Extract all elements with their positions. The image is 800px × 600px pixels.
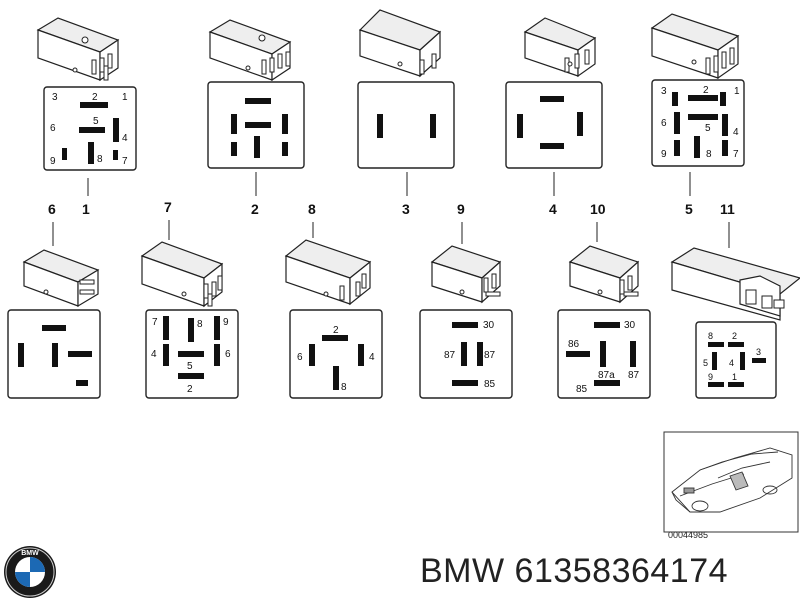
pin-label: 2: [703, 85, 709, 96]
pin-label: 4: [151, 349, 157, 360]
pin-label: 87: [628, 370, 640, 381]
relay-11-body: [670, 247, 800, 321]
car-location-inset: 00044985: [663, 431, 799, 540]
relay-3-face: [357, 81, 455, 169]
relay-6-face: [7, 309, 101, 399]
pin-label: 7: [733, 149, 739, 160]
pin-label: 8: [706, 149, 712, 160]
relay-5-body: [650, 13, 740, 80]
relay-1-face: 3 2 1 6 5 4 9 8 7: [43, 86, 137, 171]
pin-label: 5: [93, 116, 99, 127]
relay-2-face: [207, 81, 305, 169]
pin-label: 30: [483, 320, 495, 331]
pin-label: 1: [732, 372, 737, 382]
pin-label: 9: [223, 317, 229, 328]
pin-label: 9: [661, 149, 667, 160]
pin-label: 3: [52, 92, 58, 103]
relay-6-body: [22, 249, 100, 308]
car-silhouette-icon: [671, 447, 793, 513]
pin-label: 4: [122, 133, 128, 144]
callout-5: 5: [685, 201, 693, 217]
pin-label: 2: [92, 92, 98, 103]
callout-1: 1: [82, 201, 90, 217]
relay-1-body: [36, 17, 120, 82]
relay-7-body: [140, 241, 224, 308]
relay-5-face: 3 2 1 6 5 4 9 8 7: [651, 79, 745, 167]
pin-label: 7: [122, 156, 128, 167]
pin-label: 4: [733, 127, 739, 138]
pin-label: 4: [729, 358, 734, 368]
part-number-title: BMW 61358364174: [420, 552, 729, 590]
relay-4-body: [523, 17, 597, 78]
callout-6: 6: [48, 201, 56, 217]
pin-label: 2: [187, 384, 193, 395]
pin-label: 9: [50, 156, 56, 167]
callout-8: 8: [308, 201, 316, 217]
relay-2-body: [208, 19, 292, 82]
pin-label: 6: [50, 123, 56, 134]
diagram-code: 00044985: [668, 530, 708, 540]
pin-label: 87: [484, 350, 496, 361]
pin-label: 9: [708, 372, 713, 382]
bmw-logo: BMW: [4, 546, 56, 598]
pin-label: 1: [122, 92, 128, 103]
pin-label: 4: [369, 352, 375, 363]
callout-11: 11: [720, 201, 735, 217]
pin-label: 8: [708, 331, 713, 341]
pin-label: 8: [341, 382, 347, 393]
callout-2: 2: [251, 201, 259, 217]
relay-11-face: 8 2 5 4 3 9 1: [695, 321, 777, 399]
relay-9-body: [430, 245, 502, 304]
callout-4: 4: [549, 201, 557, 217]
pin-label: 8: [97, 154, 103, 165]
pin-label: 6: [661, 118, 667, 129]
pin-label: 6: [225, 349, 231, 360]
relay-9-face: 30 87 87 85: [419, 309, 513, 399]
relay-4-face: [505, 81, 603, 169]
pin-label: 2: [333, 325, 339, 336]
pin-label: 6: [297, 352, 303, 363]
callout-7: 7: [164, 199, 172, 215]
callout-10: 10: [590, 201, 606, 217]
relay-10-face: 30 86 87a 87 85: [557, 309, 651, 399]
pin-label: 7: [152, 317, 158, 328]
relay-7-face: 7 8 9 4 5 6 2: [145, 309, 239, 399]
pin-label: 3: [661, 86, 667, 97]
pin-label: 5: [187, 361, 193, 372]
relay-10-body: [568, 245, 640, 304]
pin-label: 1: [734, 86, 740, 97]
pin-label: 3: [756, 347, 761, 357]
callout-9: 9: [457, 201, 465, 217]
relay-3-body: [358, 9, 442, 78]
pin-label: 86: [568, 339, 580, 350]
relay-8-face: 2 6 4 8: [289, 309, 383, 399]
pin-label: 87: [444, 350, 456, 361]
pin-label: 5: [703, 358, 708, 368]
callout-3: 3: [402, 201, 410, 217]
pin-label: 30: [624, 320, 636, 331]
pin-label: 8: [197, 319, 203, 330]
pin-label: 85: [576, 384, 588, 395]
pin-label: 5: [705, 123, 711, 134]
pin-label: 87a: [598, 370, 615, 381]
logo-letters: BMW: [21, 550, 39, 557]
pin-label: 85: [484, 379, 496, 390]
relay-8-body: [284, 239, 372, 306]
pin-label: 2: [732, 331, 737, 341]
